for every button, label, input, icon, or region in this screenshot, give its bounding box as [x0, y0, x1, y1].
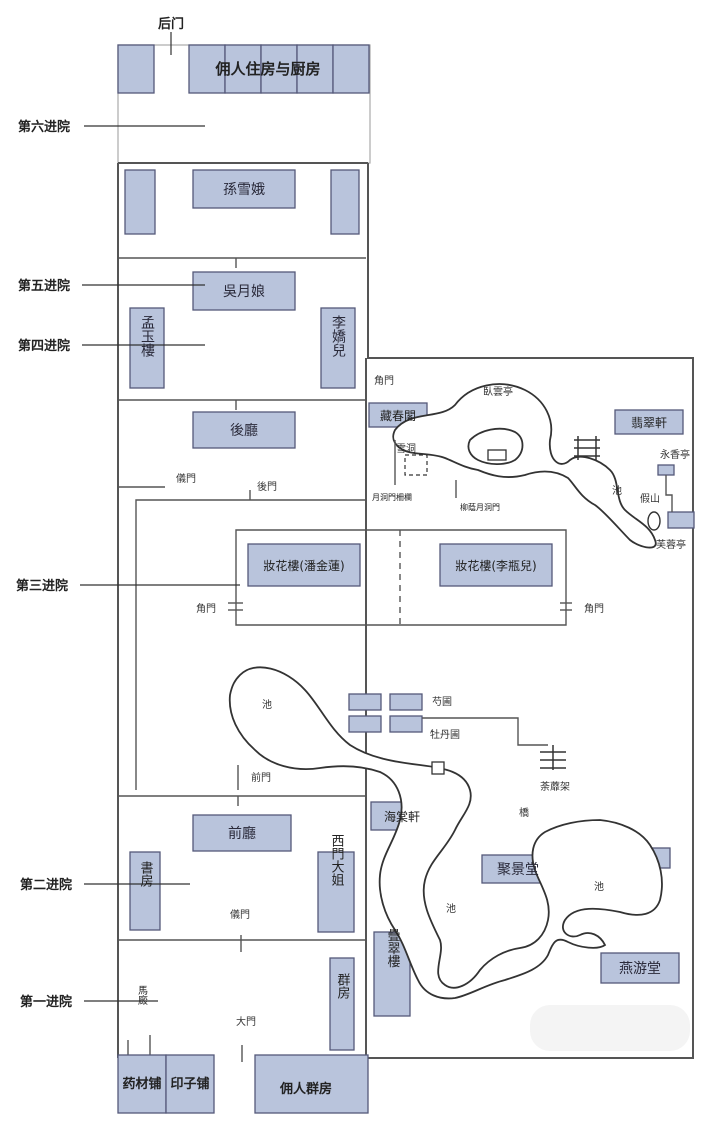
label-yi-men: 儀門	[230, 908, 250, 921]
garden-bed-3	[348, 715, 382, 733]
label-dressing-right: 妝花樓(李瓶兒)	[455, 558, 536, 573]
labels: 后门 佣人住房与厨房 第六进院 第五进院 第四进院 第三进院 第二进院 第一进院…	[16, 16, 690, 1097]
pond-north	[392, 383, 657, 549]
pond-hill-inner	[467, 427, 524, 466]
building-wu-yue-niang	[192, 271, 296, 311]
label-yan-you-tang: 燕游堂	[619, 961, 661, 977]
pond-south	[228, 666, 663, 1000]
garden-features	[228, 383, 690, 1051]
building-top-4	[296, 44, 334, 94]
label-court2: 第二进院	[20, 877, 72, 893]
label-jiao-men-right: 角門	[584, 603, 604, 615]
leader-lines	[80, 32, 240, 1002]
label-cang-chun-ge: 藏春閣	[380, 409, 416, 423]
building-top-left	[117, 44, 155, 94]
building-sun-xue-e	[192, 169, 296, 209]
label-court6: 第六进院	[18, 119, 70, 135]
garden-bed-4	[389, 715, 423, 733]
label-back-gate: 后门	[158, 16, 184, 32]
building-li-jiao-er	[320, 307, 356, 389]
building-qun-fang	[329, 957, 355, 1051]
label-ximen-daughter: 西門大姐	[329, 834, 345, 886]
building-meng-yu-lou	[129, 307, 165, 389]
side-room-right-5	[330, 169, 360, 235]
label-jia-shan: 假山	[640, 492, 660, 505]
label-shu-fang: 書房	[138, 861, 154, 887]
label-ce-men: 儀門	[176, 472, 196, 485]
label-qian-ting: 前廳	[228, 825, 256, 842]
label-chi-east: 池	[594, 880, 604, 893]
label-court4: 第四进院	[18, 338, 70, 354]
label-yao-cai-pu: 药材铺	[122, 1076, 161, 1092]
building-servants-group	[254, 1054, 369, 1114]
label-sun-xue-e: 孫雪娥	[223, 182, 265, 198]
label-ju-jing-tang: 聚景堂	[497, 862, 539, 878]
label-li-jiao-er: 李嬌兒	[330, 315, 346, 358]
label-cui-wei-xuan: 翡翠軒	[631, 416, 667, 430]
label-wo-yun-ting: 臥雲亭	[483, 385, 513, 398]
label-moon-gate1: 月洞門柵欄	[372, 492, 412, 502]
label-qiao: 橋	[519, 806, 529, 819]
building-yong-xiang-ting	[657, 464, 675, 476]
label-dressing-left: 妝花樓(潘金蓮)	[263, 558, 344, 573]
label-yong-xiang-ting: 永香亭	[660, 448, 690, 461]
label-yin-zi-pu: 印子铺	[170, 1076, 209, 1092]
label-jiao-men-top: 角門	[374, 375, 394, 387]
blank-patch	[530, 1005, 690, 1051]
building-yao-cai-pu	[117, 1054, 167, 1114]
label-jiao-men-left: 角門	[196, 603, 216, 615]
label-court3: 第三进院	[16, 578, 68, 594]
label-shao-yao-pu: 芍圃	[432, 695, 452, 708]
building-yan-you-tang	[600, 952, 680, 984]
building-fu-rong-ting	[667, 511, 695, 529]
label-da-men: 大門	[236, 1015, 256, 1028]
xue-dong-marker	[404, 454, 428, 476]
tu-mi-jia-marks	[540, 745, 566, 770]
label-mu-dan-pu: 牡丹圃	[430, 728, 460, 741]
bridge-marker	[431, 761, 445, 775]
label-servants-group: 佣人群房	[279, 1081, 332, 1097]
label-hai-tang-xuan: 海棠軒	[384, 809, 420, 824]
garden-bed-1	[348, 693, 382, 711]
wo-yun-ting-marker	[487, 449, 507, 461]
building-yin-zi-pu	[165, 1054, 215, 1114]
label-die-cui-lou: 疊翠樓	[385, 929, 401, 968]
label-court5: 第五进院	[18, 278, 70, 294]
building-hou-ting	[192, 411, 296, 449]
building-cui-wei-xuan	[614, 409, 684, 435]
label-meng-yu-lou: 孟玉樓	[139, 315, 155, 357]
building-top-2	[224, 44, 262, 94]
building-dressing-left	[247, 543, 361, 587]
label-qun-fang: 群房	[335, 973, 351, 999]
label-ma-jiu: 馬廄	[136, 985, 148, 1006]
side-room-left-5	[124, 169, 156, 235]
label-qian-men: 前門	[251, 771, 271, 784]
building-shu-fang	[129, 851, 161, 931]
label-hou-ting: 後廳	[230, 422, 258, 439]
garden-bed-2	[389, 693, 423, 711]
label-xue-dong: 雪洞	[396, 443, 416, 455]
building-ximen-daughter	[317, 851, 355, 933]
label-tu-mi-jia: 荼蘼架	[540, 780, 570, 793]
building-top-5	[332, 44, 370, 94]
jia-shan-rock	[647, 511, 661, 531]
label-chi-north: 池	[612, 484, 622, 497]
label-court1: 第一进院	[20, 994, 72, 1010]
label-servants-kitchen: 佣人住房与厨房	[214, 60, 320, 78]
building-dressing-right	[439, 543, 553, 587]
label-moon-gate2: 柳蔭月洞門	[460, 502, 500, 512]
building-top-1	[188, 44, 226, 94]
fence-cui-wei	[574, 436, 600, 460]
label-chi-west: 池	[262, 698, 272, 711]
label-fu-rong-ting: 芙蓉亭	[656, 538, 686, 551]
label-wu-yue-niang: 吳月娘	[223, 284, 265, 300]
compound-walls	[117, 44, 694, 1062]
label-hou-men: 後門	[257, 480, 277, 493]
building-qian-ting	[192, 814, 292, 852]
label-chi-south: 池	[446, 902, 456, 915]
